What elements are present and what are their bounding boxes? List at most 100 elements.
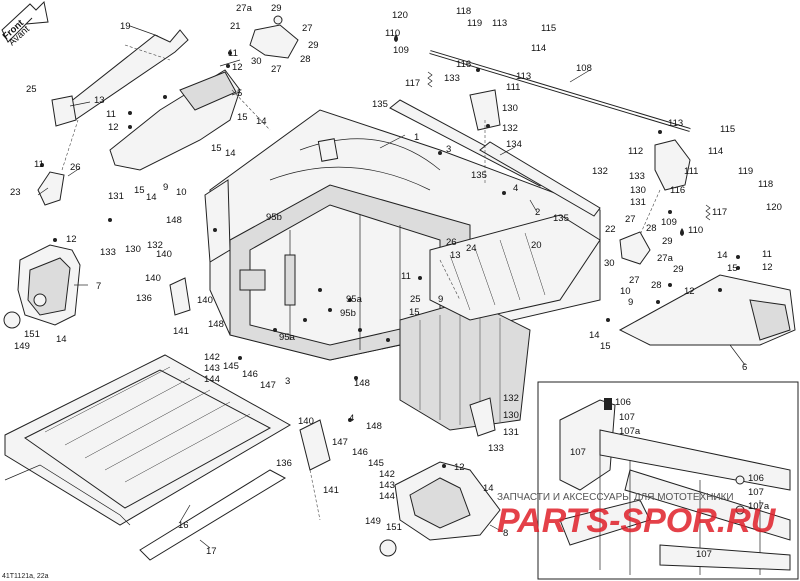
- callout: 118: [758, 179, 773, 190]
- callout: 111: [506, 82, 520, 93]
- callout: 95b: [340, 308, 356, 319]
- callout: 17: [206, 546, 217, 557]
- callout: 151: [24, 329, 40, 340]
- callout: 148: [166, 215, 182, 226]
- callout: 110: [385, 28, 400, 39]
- callout: 147: [332, 437, 348, 448]
- callout: 149: [14, 341, 30, 352]
- callout: 130: [502, 103, 518, 114]
- callout: 4: [513, 183, 518, 194]
- callout: 12: [66, 234, 77, 245]
- callout: 29: [271, 3, 282, 14]
- callout: 14: [256, 116, 267, 127]
- callout: 5: [237, 88, 242, 99]
- callout: 135: [372, 99, 388, 110]
- stabilizer-bar: [429, 50, 691, 132]
- bed-cover: [4, 354, 292, 561]
- callout: 144: [204, 374, 220, 385]
- callout: 145: [223, 361, 239, 372]
- callout: 133: [488, 443, 504, 454]
- callout: 23: [10, 187, 21, 198]
- callout: 29: [308, 40, 319, 51]
- callout: 15: [134, 185, 145, 196]
- callout: 114: [708, 146, 723, 157]
- callout: 12: [232, 62, 243, 73]
- watermark: ЗАПЧАСТИ И АКСЕССУАРЫ ДЛЯ МОТОТЕХНИКИ PA…: [497, 492, 777, 540]
- callout: 108: [576, 63, 592, 74]
- callout: 14: [56, 334, 67, 345]
- front-arrow-icon: Front Avant: [1, 0, 49, 48]
- right-bin-8: [379, 461, 501, 557]
- callout: 21: [230, 21, 241, 32]
- callout: 27a: [236, 3, 253, 14]
- callout: 12: [454, 462, 465, 473]
- callout: 30: [251, 56, 262, 67]
- callout: 95a: [346, 294, 363, 305]
- fasteners: [40, 51, 740, 468]
- callout: 120: [392, 10, 408, 21]
- callout: 19: [120, 21, 131, 32]
- deflector-20: [429, 214, 601, 321]
- callout: 9: [438, 294, 443, 305]
- callout: 1: [414, 132, 419, 143]
- callout: 112: [628, 146, 643, 157]
- callout: 132: [503, 393, 519, 404]
- callout: 135: [553, 213, 569, 224]
- callout: 9: [163, 182, 168, 193]
- callout: 130: [630, 185, 646, 196]
- callout: 119: [467, 18, 482, 29]
- callout: 148: [354, 378, 370, 389]
- callout: 15: [211, 143, 222, 154]
- callout: 119: [738, 166, 753, 177]
- callout: 14: [717, 250, 728, 261]
- callout: 12: [684, 286, 695, 297]
- callout: 22: [605, 224, 616, 235]
- callout-labels: 19 27a 29 21 27 29 30 27 28 11 12 25 13 …: [10, 3, 782, 560]
- callout: 141: [323, 485, 339, 496]
- callout: 142: [379, 469, 395, 480]
- callout: 30: [604, 258, 615, 269]
- callout: 148: [208, 319, 224, 330]
- callout: 140: [145, 273, 161, 284]
- callout: 132: [502, 123, 518, 134]
- callout: 130: [125, 244, 141, 255]
- callout: 113: [668, 118, 683, 129]
- callout: 10: [176, 187, 187, 198]
- callout: 109: [393, 45, 409, 56]
- callout: 113: [492, 18, 507, 29]
- callout: 27: [302, 23, 313, 34]
- callout: 3: [446, 144, 451, 155]
- callout: 130: [503, 410, 519, 421]
- callout: 148: [366, 421, 382, 432]
- bracket-140: [169, 277, 331, 471]
- callout: 14: [589, 330, 600, 341]
- bracket-130: [469, 397, 496, 437]
- callout: 11: [401, 271, 411, 282]
- callout: 147: [260, 380, 276, 391]
- callout: 8: [503, 528, 508, 539]
- callout: 131: [108, 191, 124, 202]
- frame-inset: [537, 381, 799, 580]
- callout: 15: [409, 307, 420, 318]
- callout: 142: [204, 352, 220, 363]
- oil-drop-icon: [394, 34, 684, 236]
- callout: 136: [276, 458, 292, 469]
- callout: 144: [379, 491, 395, 502]
- latch-right: [619, 231, 651, 265]
- callout: 140: [197, 295, 213, 306]
- callout: 26: [446, 237, 457, 248]
- callout: 115: [720, 124, 735, 135]
- callout: 28: [300, 54, 311, 65]
- callout: 11: [34, 159, 44, 170]
- callout: 107: [696, 549, 712, 560]
- callout: 120: [766, 202, 782, 213]
- callout: 133: [629, 171, 645, 182]
- callout: 29: [673, 264, 684, 275]
- callout: 26: [70, 162, 81, 173]
- watermark-ru-text: ЗАПЧАСТИ И АКСЕССУАРЫ ДЛЯ МОТОТЕХНИКИ: [497, 492, 734, 503]
- callout: 27: [625, 214, 636, 225]
- leader-dashes: [61, 44, 661, 521]
- callout: 27: [271, 64, 282, 75]
